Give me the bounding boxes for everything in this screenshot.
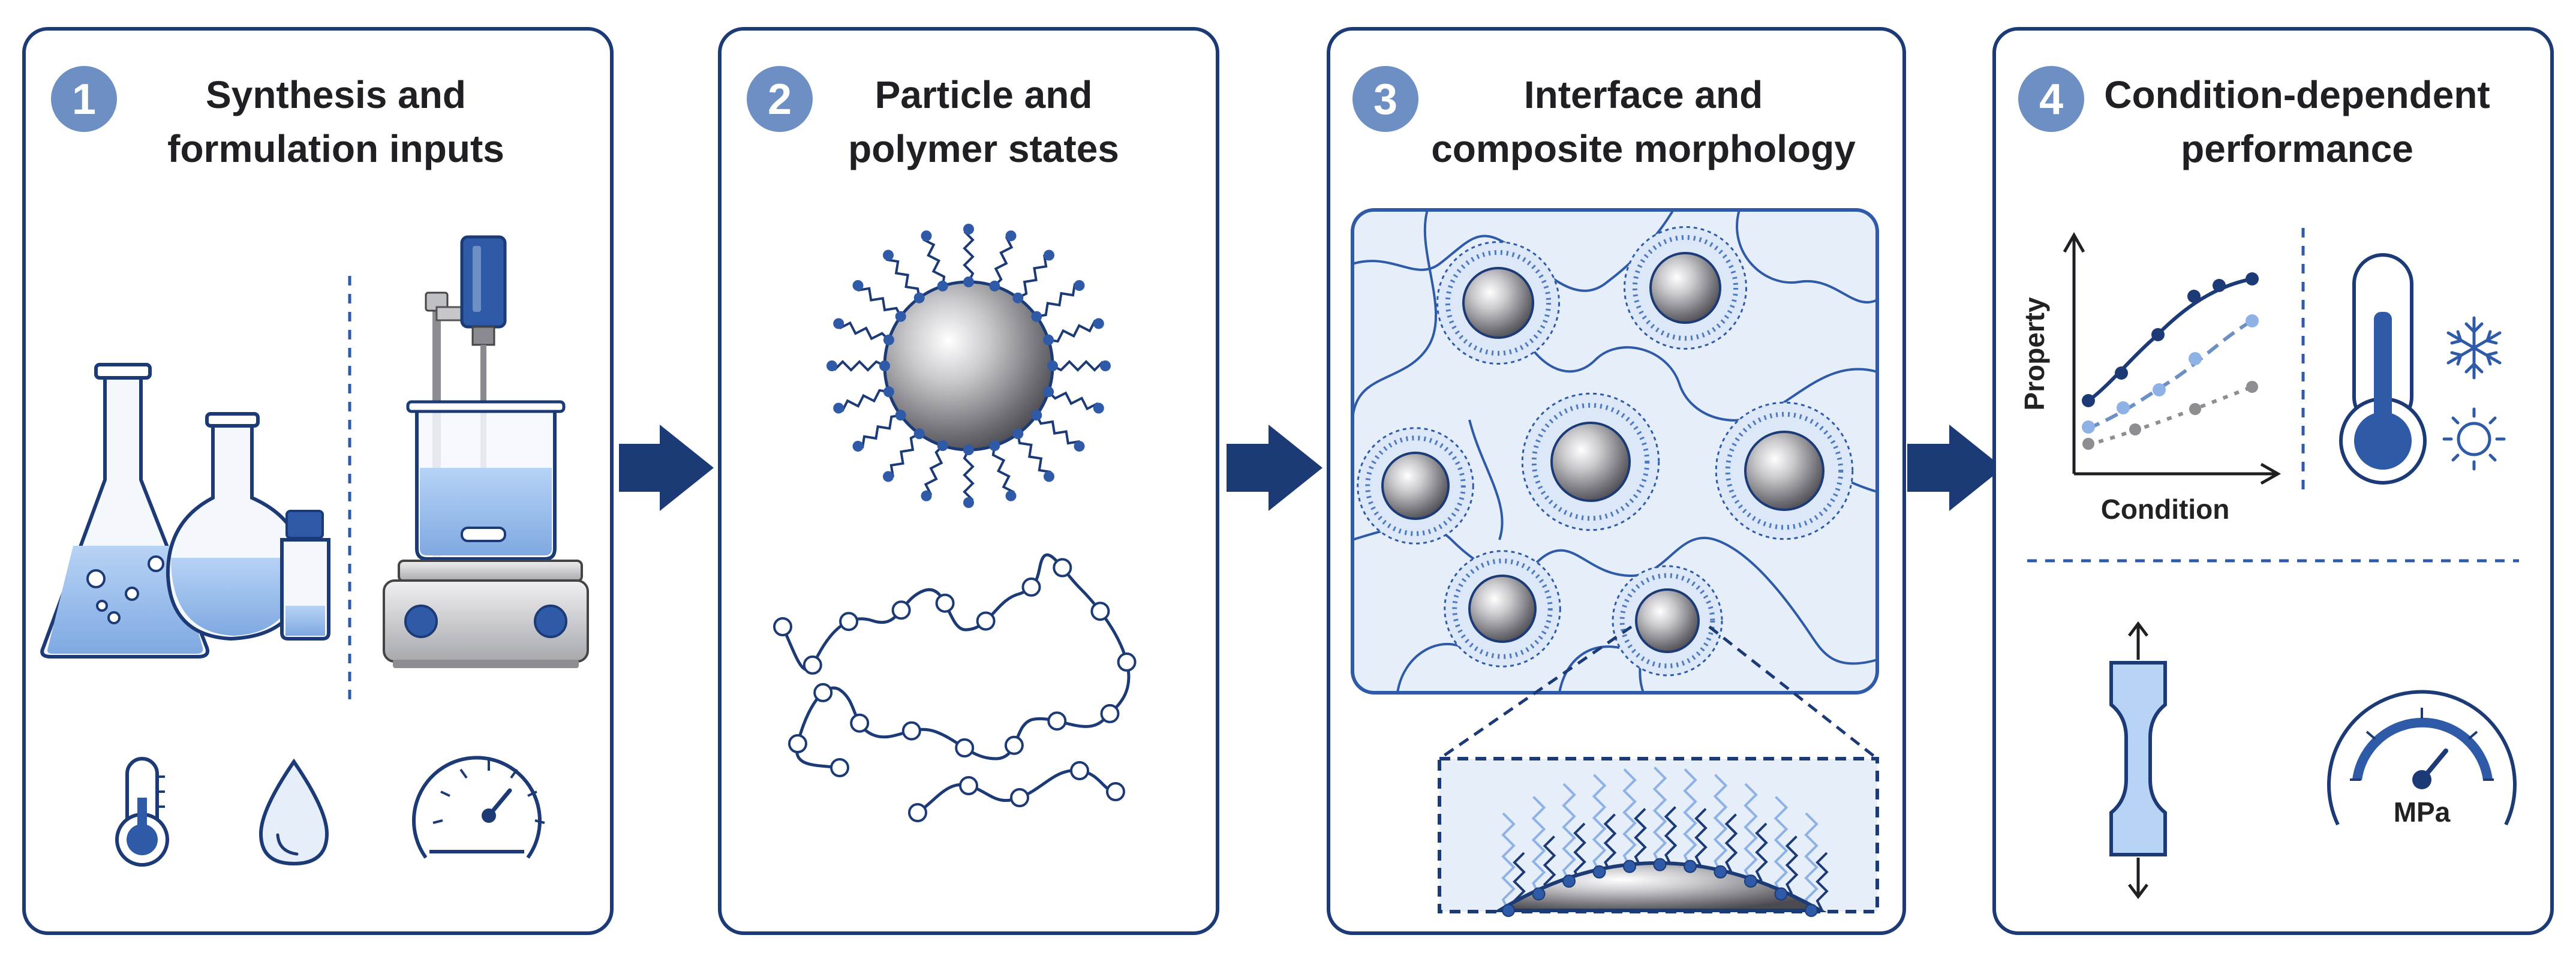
panel-2-frame	[718, 27, 1219, 935]
panel-4-title-line-1: Condition-dependent	[2104, 73, 2490, 116]
panel-2-title-line-1: Particle and	[875, 73, 1093, 116]
panel-3-title-line-1: Interface and	[1524, 73, 1763, 116]
step-badge-1	[51, 66, 117, 132]
gauge-unit-label: MPa	[2394, 796, 2451, 828]
thermometer-icon	[2339, 253, 2427, 485]
step-number-2: 2	[768, 76, 792, 124]
chart-xlabel: Condition	[2101, 494, 2230, 525]
zoom-lines	[1438, 625, 1878, 760]
panel-4-title-line-2: performance	[2181, 127, 2413, 170]
panel-2-title-line-2: polymer states	[848, 127, 1119, 170]
panel-3-title-line-2: composite morphology	[1431, 127, 1856, 170]
panel-1-title-line-2: formulation inputs	[167, 127, 504, 170]
vial-icon	[280, 510, 330, 641]
grafted-nanoparticle-icon	[826, 224, 1111, 508]
beaker-icon	[166, 412, 305, 641]
thermometer-icon	[115, 757, 169, 867]
flow-arrow-3	[1907, 425, 2003, 511]
step-number-4: 4	[2039, 76, 2063, 124]
interface-zoom-icon	[1438, 757, 1879, 917]
polymer-chain-icon	[773, 553, 1137, 822]
chart-ylabel: Property	[2019, 297, 2050, 411]
flow-arrow-2	[1227, 425, 1322, 511]
panel-1: 1 Synthesis and formulation inputs	[22, 27, 614, 935]
pressure-gauge-icon	[412, 756, 545, 859]
pressure-gauge-icon: MPa	[2327, 690, 2517, 828]
flow-arrow-1	[619, 425, 714, 511]
tensile-specimen-icon	[2109, 621, 2167, 900]
step-badge-2	[747, 66, 813, 132]
overhead-stirrer-icon	[383, 235, 589, 668]
flask-icon	[40, 363, 209, 659]
panel-1-title-line-1: Synthesis and	[206, 73, 466, 116]
panel-2: 2 Particle and polymer states	[718, 27, 1219, 935]
snowflake-icon	[2446, 316, 2502, 380]
step-number-3: 3	[1373, 76, 1397, 124]
composite-matrix-icon	[1351, 208, 1879, 695]
sun-icon	[2442, 407, 2506, 471]
panel-4: 4 Condition-dependent performance Proper…	[1992, 27, 2554, 935]
droplet-icon	[258, 758, 329, 866]
panel-3: 3 Interface and composite morphology	[1327, 27, 1906, 935]
step-number-1: 1	[72, 76, 96, 124]
property-chart-icon: Property Condition	[2019, 232, 2282, 525]
step-badge-4	[2018, 66, 2084, 132]
step-badge-3	[1352, 66, 1418, 132]
